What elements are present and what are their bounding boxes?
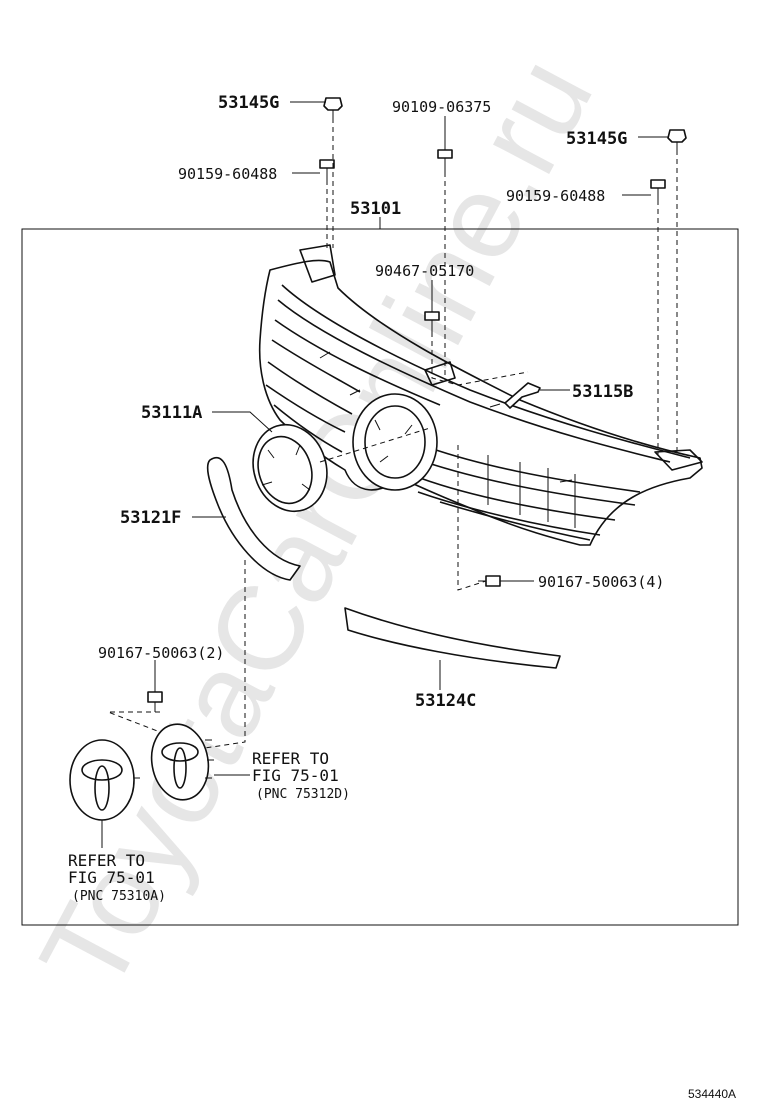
refer-note-right: REFER TO FIG 75-01 (PNC 75312D) (252, 749, 350, 802)
refer-left-line1: REFER TO (68, 851, 145, 870)
bolt-90109 (437, 149, 453, 172)
radiator-grille (258, 244, 703, 546)
bolt-90467 (424, 311, 440, 332)
label-90467-05170: 90467-05170 (375, 262, 474, 280)
label-53115b: 53115B (572, 382, 633, 402)
emblem-rear-right (150, 723, 214, 801)
bolt-90167-4 (478, 575, 501, 587)
label-90167-50063-2: 90167-50063(2) (98, 644, 224, 662)
label-90167-50063-4: 90167-50063(4) (538, 573, 664, 591)
label-53145g-left: 53145G (218, 93, 279, 113)
emblem-surround (252, 423, 328, 513)
refer-left-line3: (PNC 75310A) (72, 889, 166, 904)
bolt-90159-left (319, 159, 335, 180)
label-53101: 53101 (350, 199, 401, 219)
leader-lines (101, 101, 668, 848)
refer-left-line2: FIG 75-01 (68, 868, 155, 887)
label-90159-60488-right: 90159-60488 (506, 187, 605, 205)
clip-53145g-left (323, 97, 343, 118)
assembly-frame (21, 228, 739, 926)
label-90159-60488-left: 90159-60488 (178, 165, 277, 183)
bracket-53115b (504, 382, 541, 409)
refer-right-line1: REFER TO (252, 749, 329, 768)
assembly-lines (107, 118, 678, 749)
label-90109-06375: 90109-06375 (392, 98, 491, 116)
bolt-90167-2 (147, 691, 163, 712)
label-53111a: 53111A (141, 403, 202, 423)
refer-right-line2: FIG 75-01 (252, 766, 339, 785)
refer-note-left: REFER TO FIG 75-01 (PNC 75310A) (68, 851, 166, 904)
figure-id: 534440A (688, 1087, 736, 1101)
refer-right-line3: (PNC 75312D) (256, 787, 350, 802)
moulding-left (206, 456, 301, 581)
clip-53145g-right (667, 129, 687, 150)
label-53145g-right: 53145G (566, 129, 627, 149)
moulding-lower (344, 607, 561, 669)
label-53124c: 53124C (415, 691, 476, 711)
emblem-front-left (69, 739, 140, 821)
label-53121f: 53121F (120, 508, 181, 528)
bolt-90159-right (650, 179, 666, 200)
